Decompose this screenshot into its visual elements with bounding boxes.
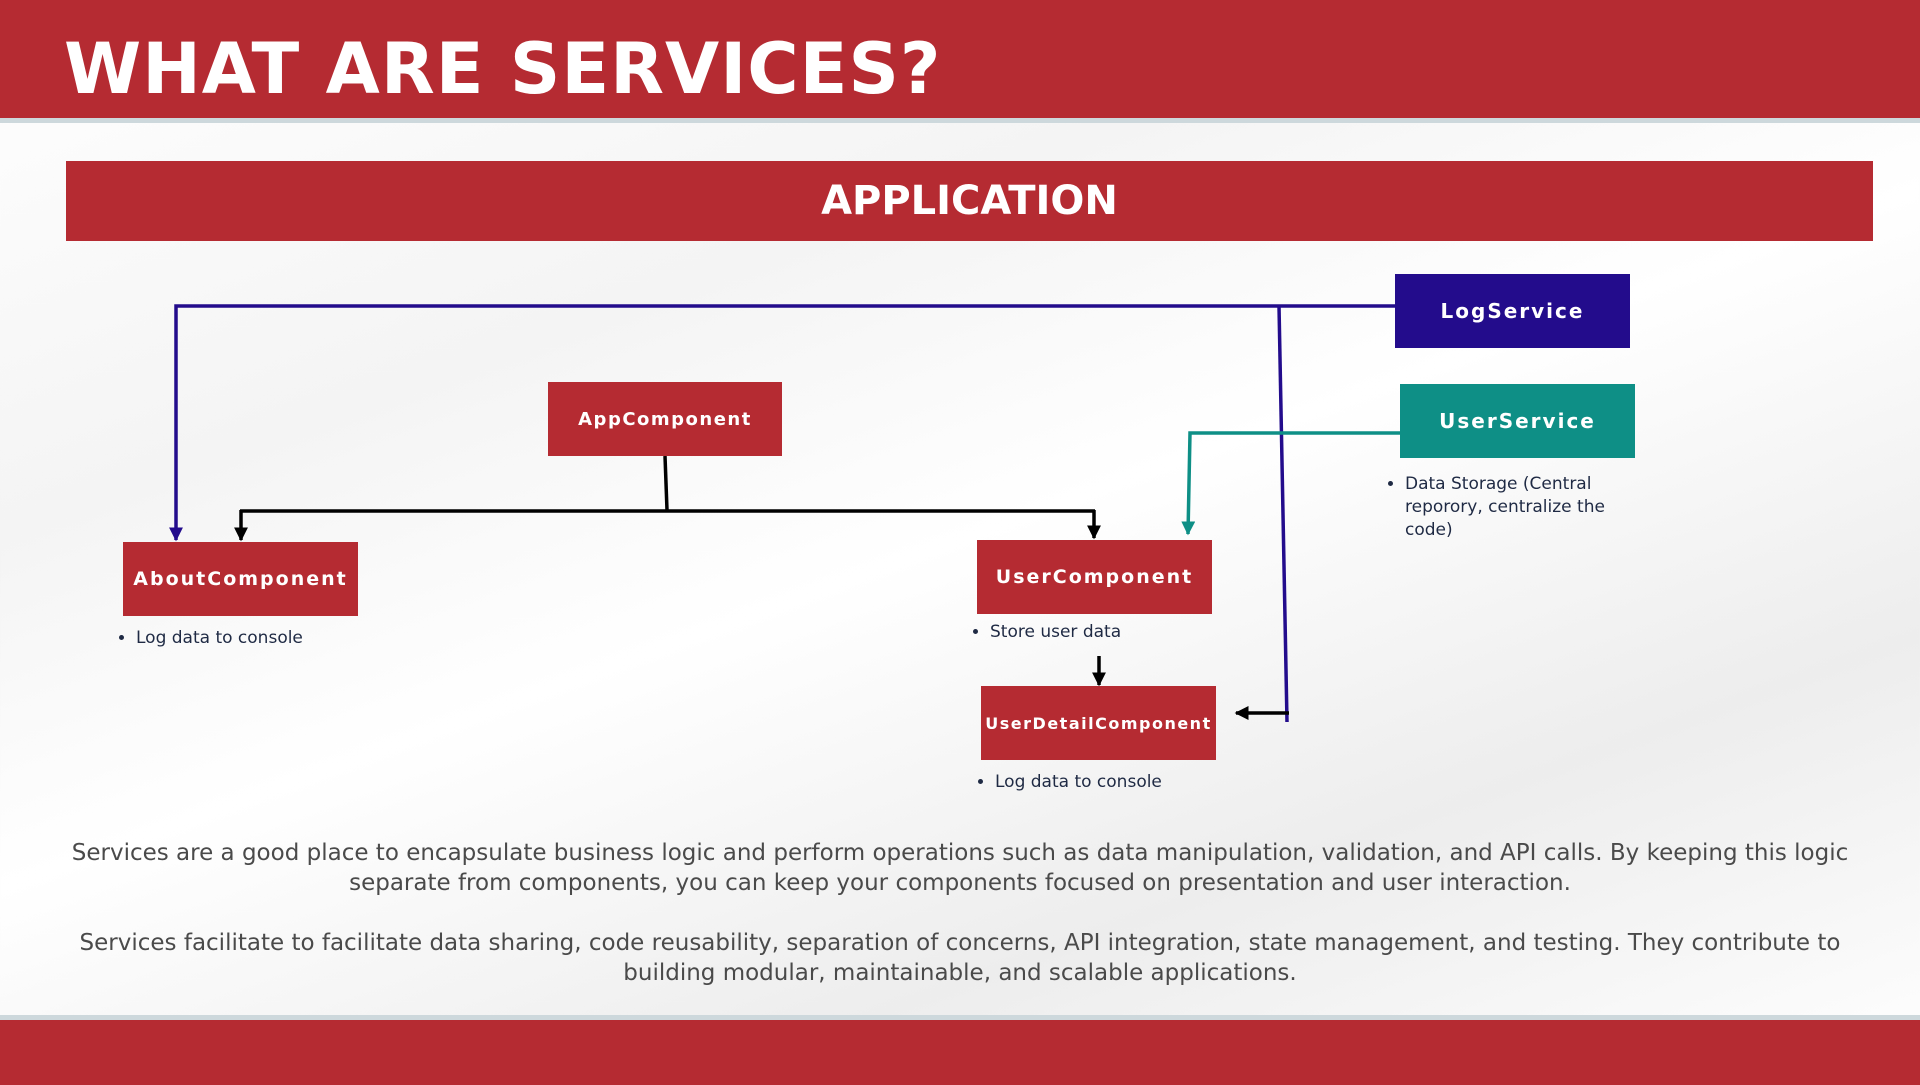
user-detail-component-node: UserDetailComponent <box>981 686 1216 760</box>
page-title: WHAT ARE SERVICES? <box>64 28 942 110</box>
user-service-connector <box>1181 431 1402 536</box>
user-service-note: Data Storage (Central reporory, centrali… <box>1387 473 1617 542</box>
note-item: Data Storage (Central reporory, centrali… <box>1405 473 1617 542</box>
user-detail-component-note: Log data to console <box>977 771 1277 794</box>
note-item: Store user data <box>990 621 1272 644</box>
about-component-note: Log data to console <box>118 627 418 650</box>
user-component-node: UserComponent <box>977 540 1212 614</box>
about-component-node: AboutComponent <box>123 542 358 616</box>
app-component-tree <box>234 455 1101 542</box>
user-service-node: UserService <box>1400 384 1635 458</box>
app-component-node: AppComponent <box>548 382 782 456</box>
description-paragraph-2: Services facilitate to facilitate data s… <box>79 930 1841 986</box>
log-service-node: LogService <box>1395 274 1630 348</box>
footer-bar <box>0 1015 1920 1085</box>
description-paragraph-1: Services are a good place to encapsulate… <box>71 840 1849 896</box>
note-item: Log data to console <box>995 771 1277 794</box>
header-bar: WHAT ARE SERVICES? <box>0 0 1920 123</box>
application-banner: APPLICATION <box>66 161 1873 241</box>
note-item: Log data to console <box>136 627 418 650</box>
log-service-connector <box>169 304 1395 723</box>
user-component-note: Store user data <box>972 621 1272 644</box>
